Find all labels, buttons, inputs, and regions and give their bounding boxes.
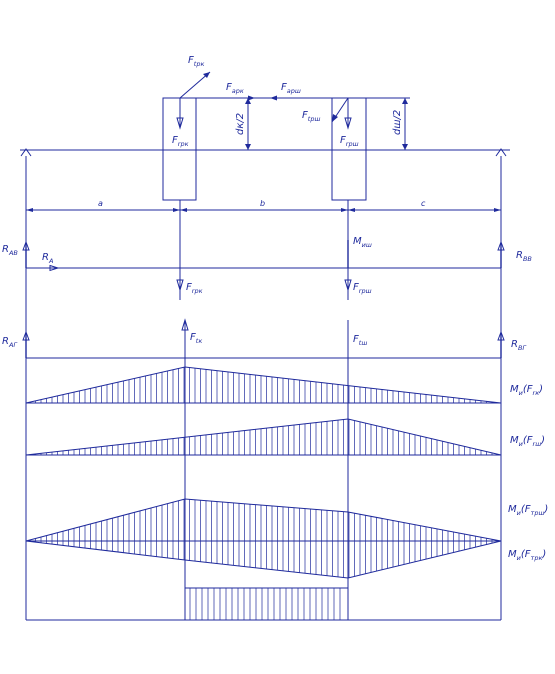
dim-dk-label: dк/2 (235, 113, 246, 135)
reaction-rag-arrow (22, 330, 30, 341)
force-frsh-lower-label: Frрш (353, 282, 372, 295)
force-ftsh-label: Ftш (353, 334, 367, 347)
force-ftk-arrow (181, 318, 189, 331)
torque-diagram (184, 587, 349, 621)
right-support-icon (495, 148, 507, 157)
diagram1-outline (25, 366, 502, 404)
diagram1-label: Mи(Frк) (510, 384, 543, 397)
force-frsh-lower-arrow (344, 279, 352, 292)
diagram4-label: Mи(Fтрк) (508, 549, 546, 562)
diagram-hatching (29, 367, 498, 620)
span-b-label: b (260, 199, 265, 208)
reaction-rvv-label: RВВ (516, 250, 532, 263)
span-dimensions: a b c (25, 156, 502, 620)
force-farsh-label: Faрш (281, 82, 301, 95)
diagram3-label: Mи(Fтрш) (508, 504, 548, 517)
reaction-rag-label: RAГ (2, 336, 18, 349)
force-ftrk-arrow (179, 71, 211, 99)
force-ftk-label: Ftк (190, 332, 202, 345)
moment-msh-label: Mиш (353, 236, 372, 249)
force-frk-gear-label: Frрк (172, 135, 189, 148)
moment-diagrams: Mи(Frк) Mи(Frш) Mи(Fтрш) Mи(Fтрк) (25, 366, 548, 621)
span-c-label: c (421, 199, 426, 208)
diagram2-outline (25, 418, 502, 456)
reaction-rvg-label: RВГ (511, 339, 527, 352)
force-fark-label: Faрк (226, 82, 244, 95)
dim-dsh-label: dш/2 (392, 110, 403, 135)
reaction-rvv-arrow (497, 240, 505, 251)
span-a-label: a (98, 199, 103, 208)
reaction-rav-arrow (22, 240, 30, 251)
reaction-ra-arrow (49, 264, 60, 272)
force-frsh-gear-label: Frрш (340, 135, 359, 148)
force-frk-lower-label: Frрк (186, 282, 203, 295)
force-frk-lower-arrow (176, 279, 184, 292)
force-ftrsh-label: Ftрш (302, 110, 320, 123)
top-scheme: dк/2 dш/2 Ftрк Faрк Faрш Ftрш Frрк Frрш (20, 55, 510, 201)
reaction-ra-label: RA (42, 252, 53, 265)
diagram3-outline (25, 498, 502, 542)
left-support-icon (20, 148, 32, 157)
gear-sh-body (331, 97, 367, 201)
force-ftrk-label: Ftрк (188, 55, 204, 68)
reaction-rvg-arrow (497, 330, 505, 341)
diagram2-label: Mи(Frш) (510, 435, 545, 448)
reaction-rav-label: RAВ (2, 244, 18, 257)
horizontal-plane-scheme: RAГ RВГ Ftк Ftш (2, 318, 527, 620)
diagram3-lower-outline (25, 540, 502, 579)
vertical-plane-scheme: RAВ RA RВВ Frрк Mиш Frрш (2, 236, 532, 295)
